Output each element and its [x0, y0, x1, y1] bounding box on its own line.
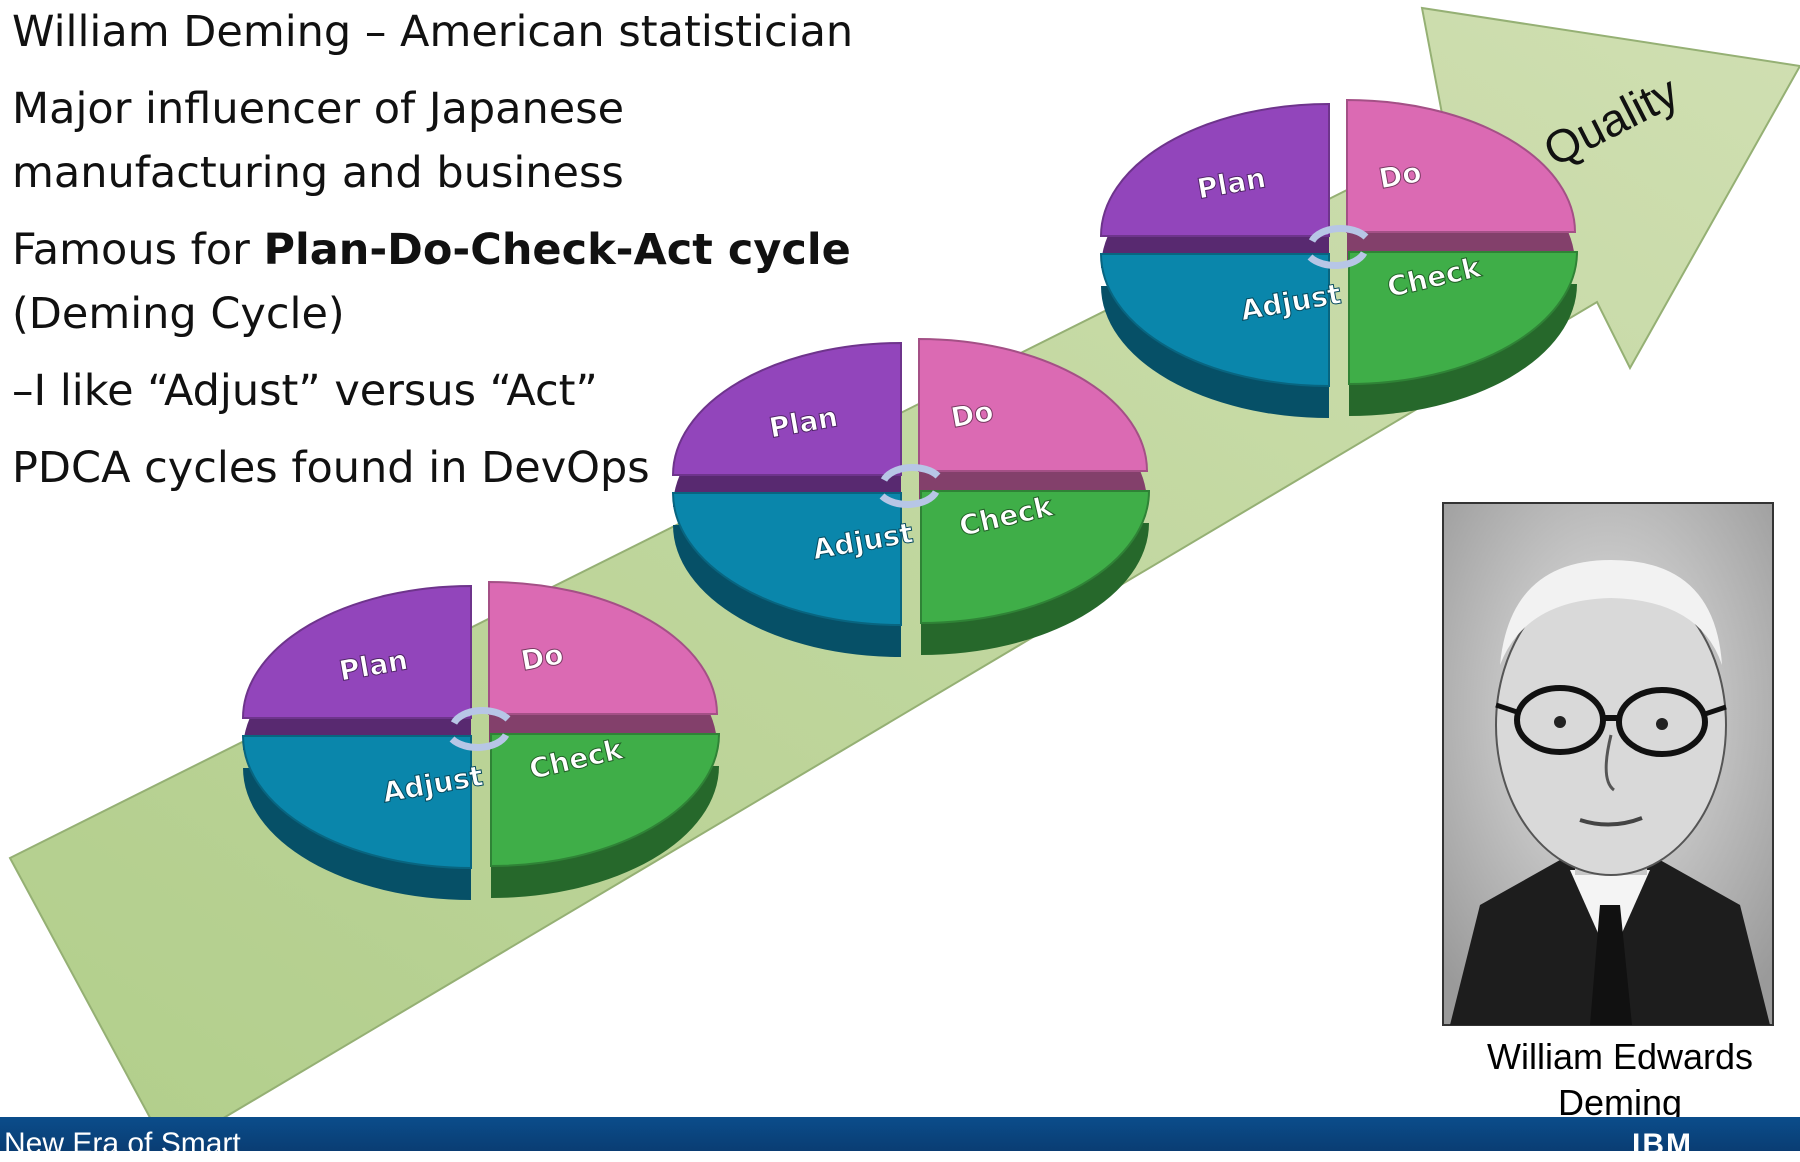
bullet-text: Famous for — [12, 225, 264, 275]
bullet-influencer: Major influencer of Japanese manufacturi… — [12, 77, 892, 205]
cycle-arrows-icon — [1307, 251, 1368, 269]
footer-bar — [0, 1117, 1800, 1151]
bullet-bold-text: Plan-Do-Check-Act cycle — [263, 225, 851, 275]
plan-segment — [1099, 102, 1330, 237]
cycle-arrows-icon — [449, 733, 510, 751]
bullet-deming: William Deming – American statistician — [12, 0, 892, 64]
check-segment — [1348, 251, 1579, 386]
check-segment — [920, 490, 1151, 625]
adjust-segment — [241, 735, 472, 870]
cycle-arrows-icon — [1308, 225, 1369, 243]
adjust-segment — [1099, 253, 1330, 388]
plan-segment — [671, 341, 902, 476]
check-segment — [490, 733, 721, 868]
bullet-text: PDCA cycles found in DevOps — [12, 443, 650, 493]
do-label: Do — [948, 395, 996, 435]
bullet-text: (Deming Cycle) — [12, 289, 345, 339]
do-label: Do — [1376, 156, 1424, 196]
do-label: Do — [518, 638, 566, 678]
caption-line: William Edwards — [1486, 1036, 1754, 1077]
do-segment — [918, 337, 1149, 472]
adjust-segment — [671, 492, 902, 627]
cycle-arrows-icon — [879, 490, 940, 508]
cycle-arrows-icon — [880, 464, 941, 482]
bullet-list: William Deming – American statistician M… — [12, 0, 892, 513]
bullet-text: William Deming – American statistician — [12, 7, 854, 57]
deming-portrait — [1442, 502, 1774, 1026]
bullet-text: manufacturing and business — [12, 148, 624, 198]
bullet-text: –I like “Adjust” versus “Act” — [12, 366, 598, 416]
do-segment — [1346, 98, 1577, 233]
ibm-logo: IBM — [1632, 1128, 1693, 1161]
bullet-adjust: –I like “Adjust” versus “Act” — [12, 359, 892, 423]
bullet-pdca: Famous for Plan-Do-Check-Act cycle (Demi… — [12, 218, 892, 346]
footer-tagline: New Era of Smart — [4, 1127, 241, 1160]
portrait-caption: William Edwards Deming — [1440, 1034, 1800, 1126]
caption-line: Deming — [1557, 1082, 1683, 1123]
plan-segment — [241, 584, 472, 719]
bullet-text: Major influencer of Japanese — [12, 84, 625, 134]
bullet-devops: PDCA cycles found in DevOps — [12, 436, 892, 500]
do-segment — [488, 580, 719, 715]
cycle-arrows-icon — [450, 707, 511, 725]
